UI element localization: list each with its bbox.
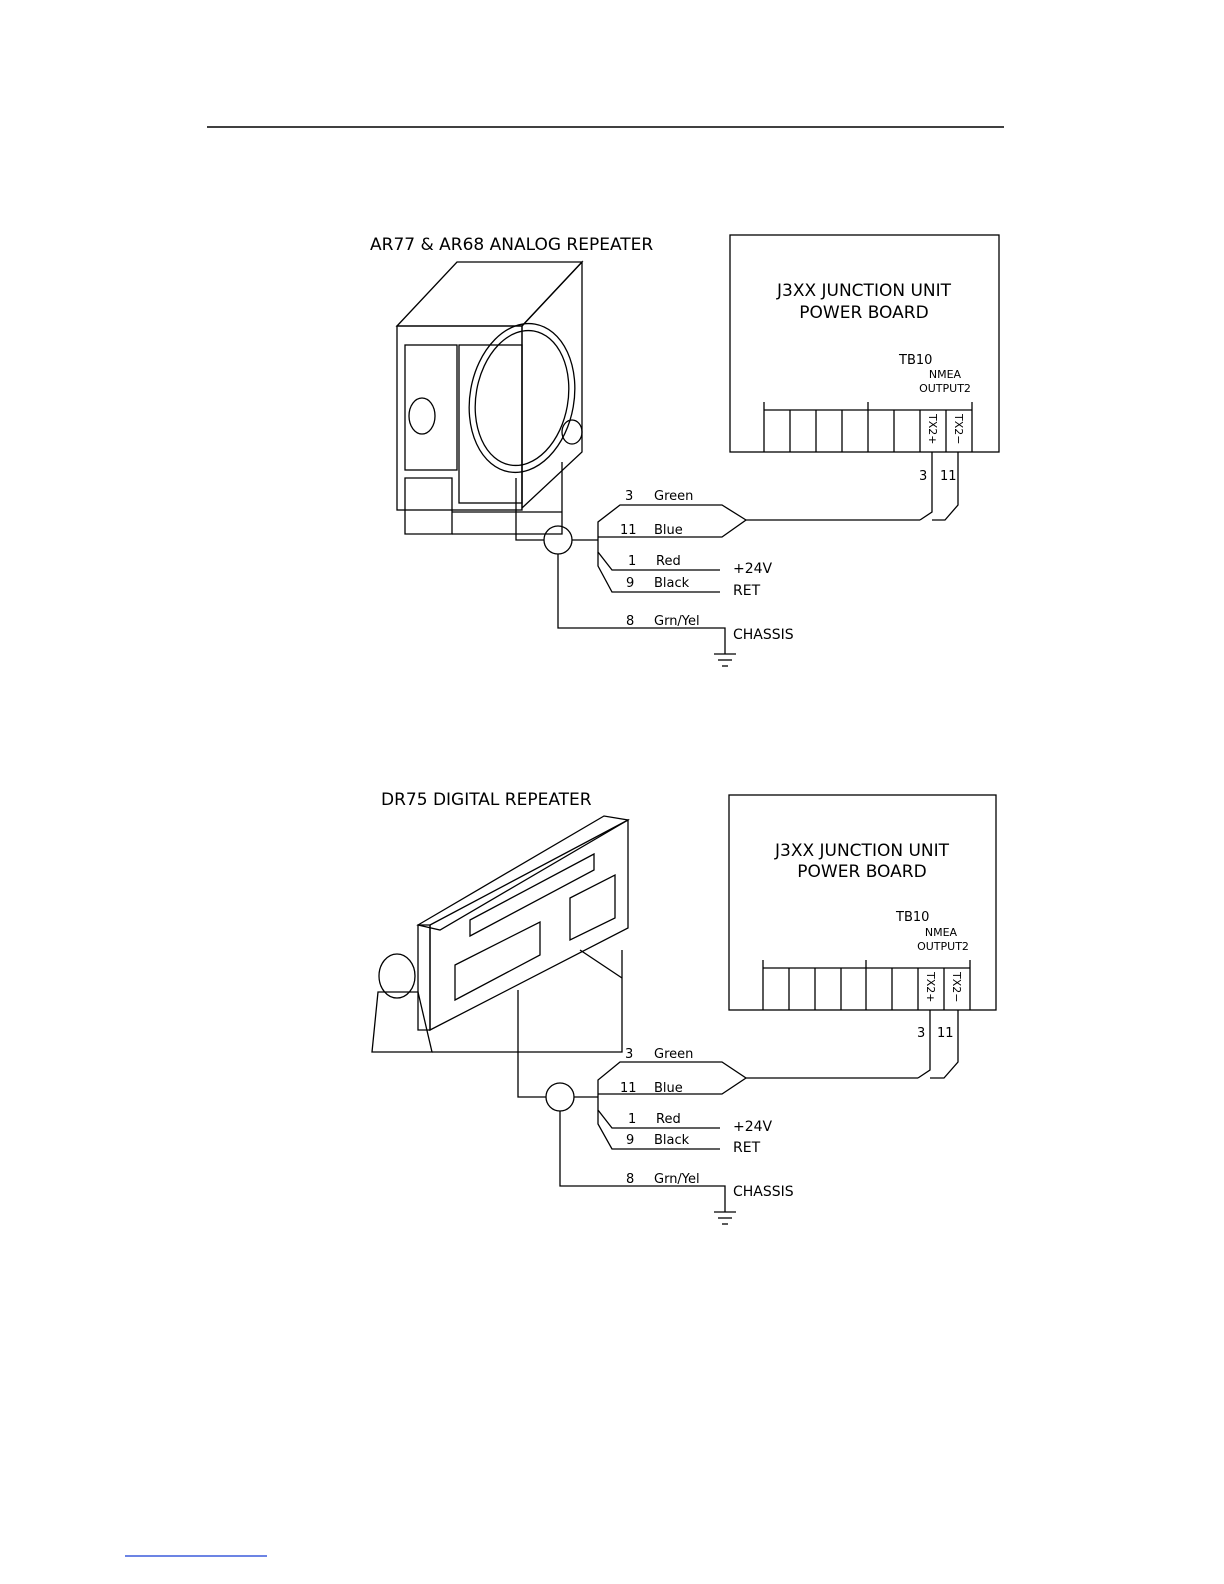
digital-power-ret: RET	[733, 1140, 761, 1156]
analog-wiring-diagram: AR77 & AR68 ANALOG REPEATER J3XX JUNCTIO…	[370, 235, 999, 666]
digital-wire-green-color: Green	[654, 1047, 693, 1062]
analog-wire-black-num: 9	[626, 576, 634, 591]
analog-nmea-label-1: NMEA	[929, 368, 962, 381]
digital-nmea-label-1: NMEA	[925, 926, 958, 939]
analog-power-plus: +24V	[733, 561, 773, 577]
analog-terminal-plus: TX2+	[926, 413, 939, 444]
digital-terminal-minus-num: 11	[937, 1026, 954, 1041]
digital-wire-blue-num: 11	[620, 1081, 637, 1096]
digital-terminal-minus: TX2−	[950, 971, 963, 1002]
analog-wire-blue-num: 11	[620, 523, 637, 538]
digital-terminal-plus-num: 3	[917, 1026, 925, 1041]
analog-repeater-icon	[397, 262, 586, 534]
analog-nmea-label-2: OUTPUT2	[919, 382, 971, 395]
analog-wire-grnyel-num: 8	[626, 614, 634, 629]
digital-wire-grnyel-color: Grn/Yel	[654, 1172, 700, 1187]
analog-terminal-plus-num: 3	[919, 469, 927, 484]
digital-wire-black-num: 9	[626, 1133, 634, 1148]
analog-wire-green-num: 3	[625, 489, 633, 504]
digital-wire-green-num: 3	[625, 1047, 633, 1062]
analog-junction-title-2: POWER BOARD	[799, 303, 928, 323]
digital-device-title: DR75 DIGITAL REPEATER	[381, 790, 592, 810]
analog-terminal-block: TB10	[898, 353, 932, 368]
analog-junction-title-1: J3XX JUNCTION UNIT	[776, 281, 952, 301]
analog-chassis: CHASSIS	[733, 627, 794, 643]
analog-terminal-strip	[764, 402, 972, 452]
analog-wire-grnyel-color: Grn/Yel	[654, 614, 700, 629]
digital-wiring-diagram: DR75 DIGITAL REPEATER J3XX JUNCTION UNIT…	[372, 790, 996, 1224]
analog-wire-black-color: Black	[654, 576, 690, 591]
analog-device-title: AR77 & AR68 ANALOG REPEATER	[370, 235, 653, 255]
digital-wire-black-color: Black	[654, 1133, 690, 1148]
digital-wire-blue-color: Blue	[654, 1081, 683, 1096]
digital-repeater-icon	[372, 816, 628, 1052]
digital-wire-red-num: 1	[628, 1112, 636, 1127]
analog-power-ret: RET	[733, 583, 761, 599]
digital-power-plus: +24V	[733, 1119, 773, 1135]
analog-wire-red-num: 1	[628, 554, 636, 569]
digital-terminal-block: TB10	[895, 910, 929, 925]
analog-terminal-minus: TX2−	[952, 413, 965, 444]
digital-junction-title-2: POWER BOARD	[797, 862, 926, 882]
digital-junction-title-1: J3XX JUNCTION UNIT	[774, 841, 950, 861]
analog-wire-blue-color: Blue	[654, 523, 683, 538]
digital-terminal-plus: TX2+	[924, 971, 937, 1002]
digital-wire-grnyel-num: 8	[626, 1172, 634, 1187]
analog-wire-red-color: Red	[656, 554, 681, 569]
digital-nmea-label-2: OUTPUT2	[917, 940, 969, 953]
digital-wire-red-color: Red	[656, 1112, 681, 1127]
analog-terminal-minus-num: 11	[940, 469, 957, 484]
digital-terminal-strip	[763, 960, 970, 1010]
digital-chassis: CHASSIS	[733, 1184, 794, 1200]
analog-wire-green-color: Green	[654, 489, 693, 504]
